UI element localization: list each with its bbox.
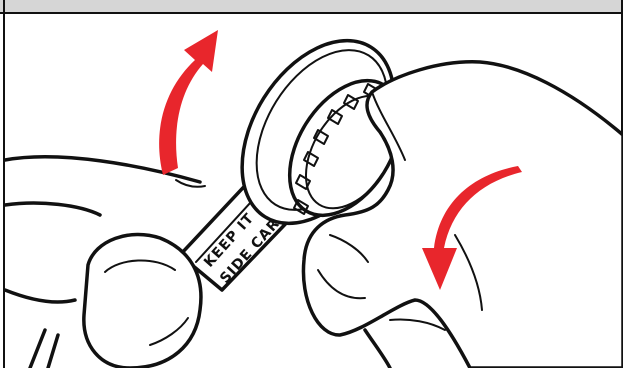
- curved-arrow-up-icon: [159, 30, 218, 175]
- left-thumb: [84, 234, 201, 368]
